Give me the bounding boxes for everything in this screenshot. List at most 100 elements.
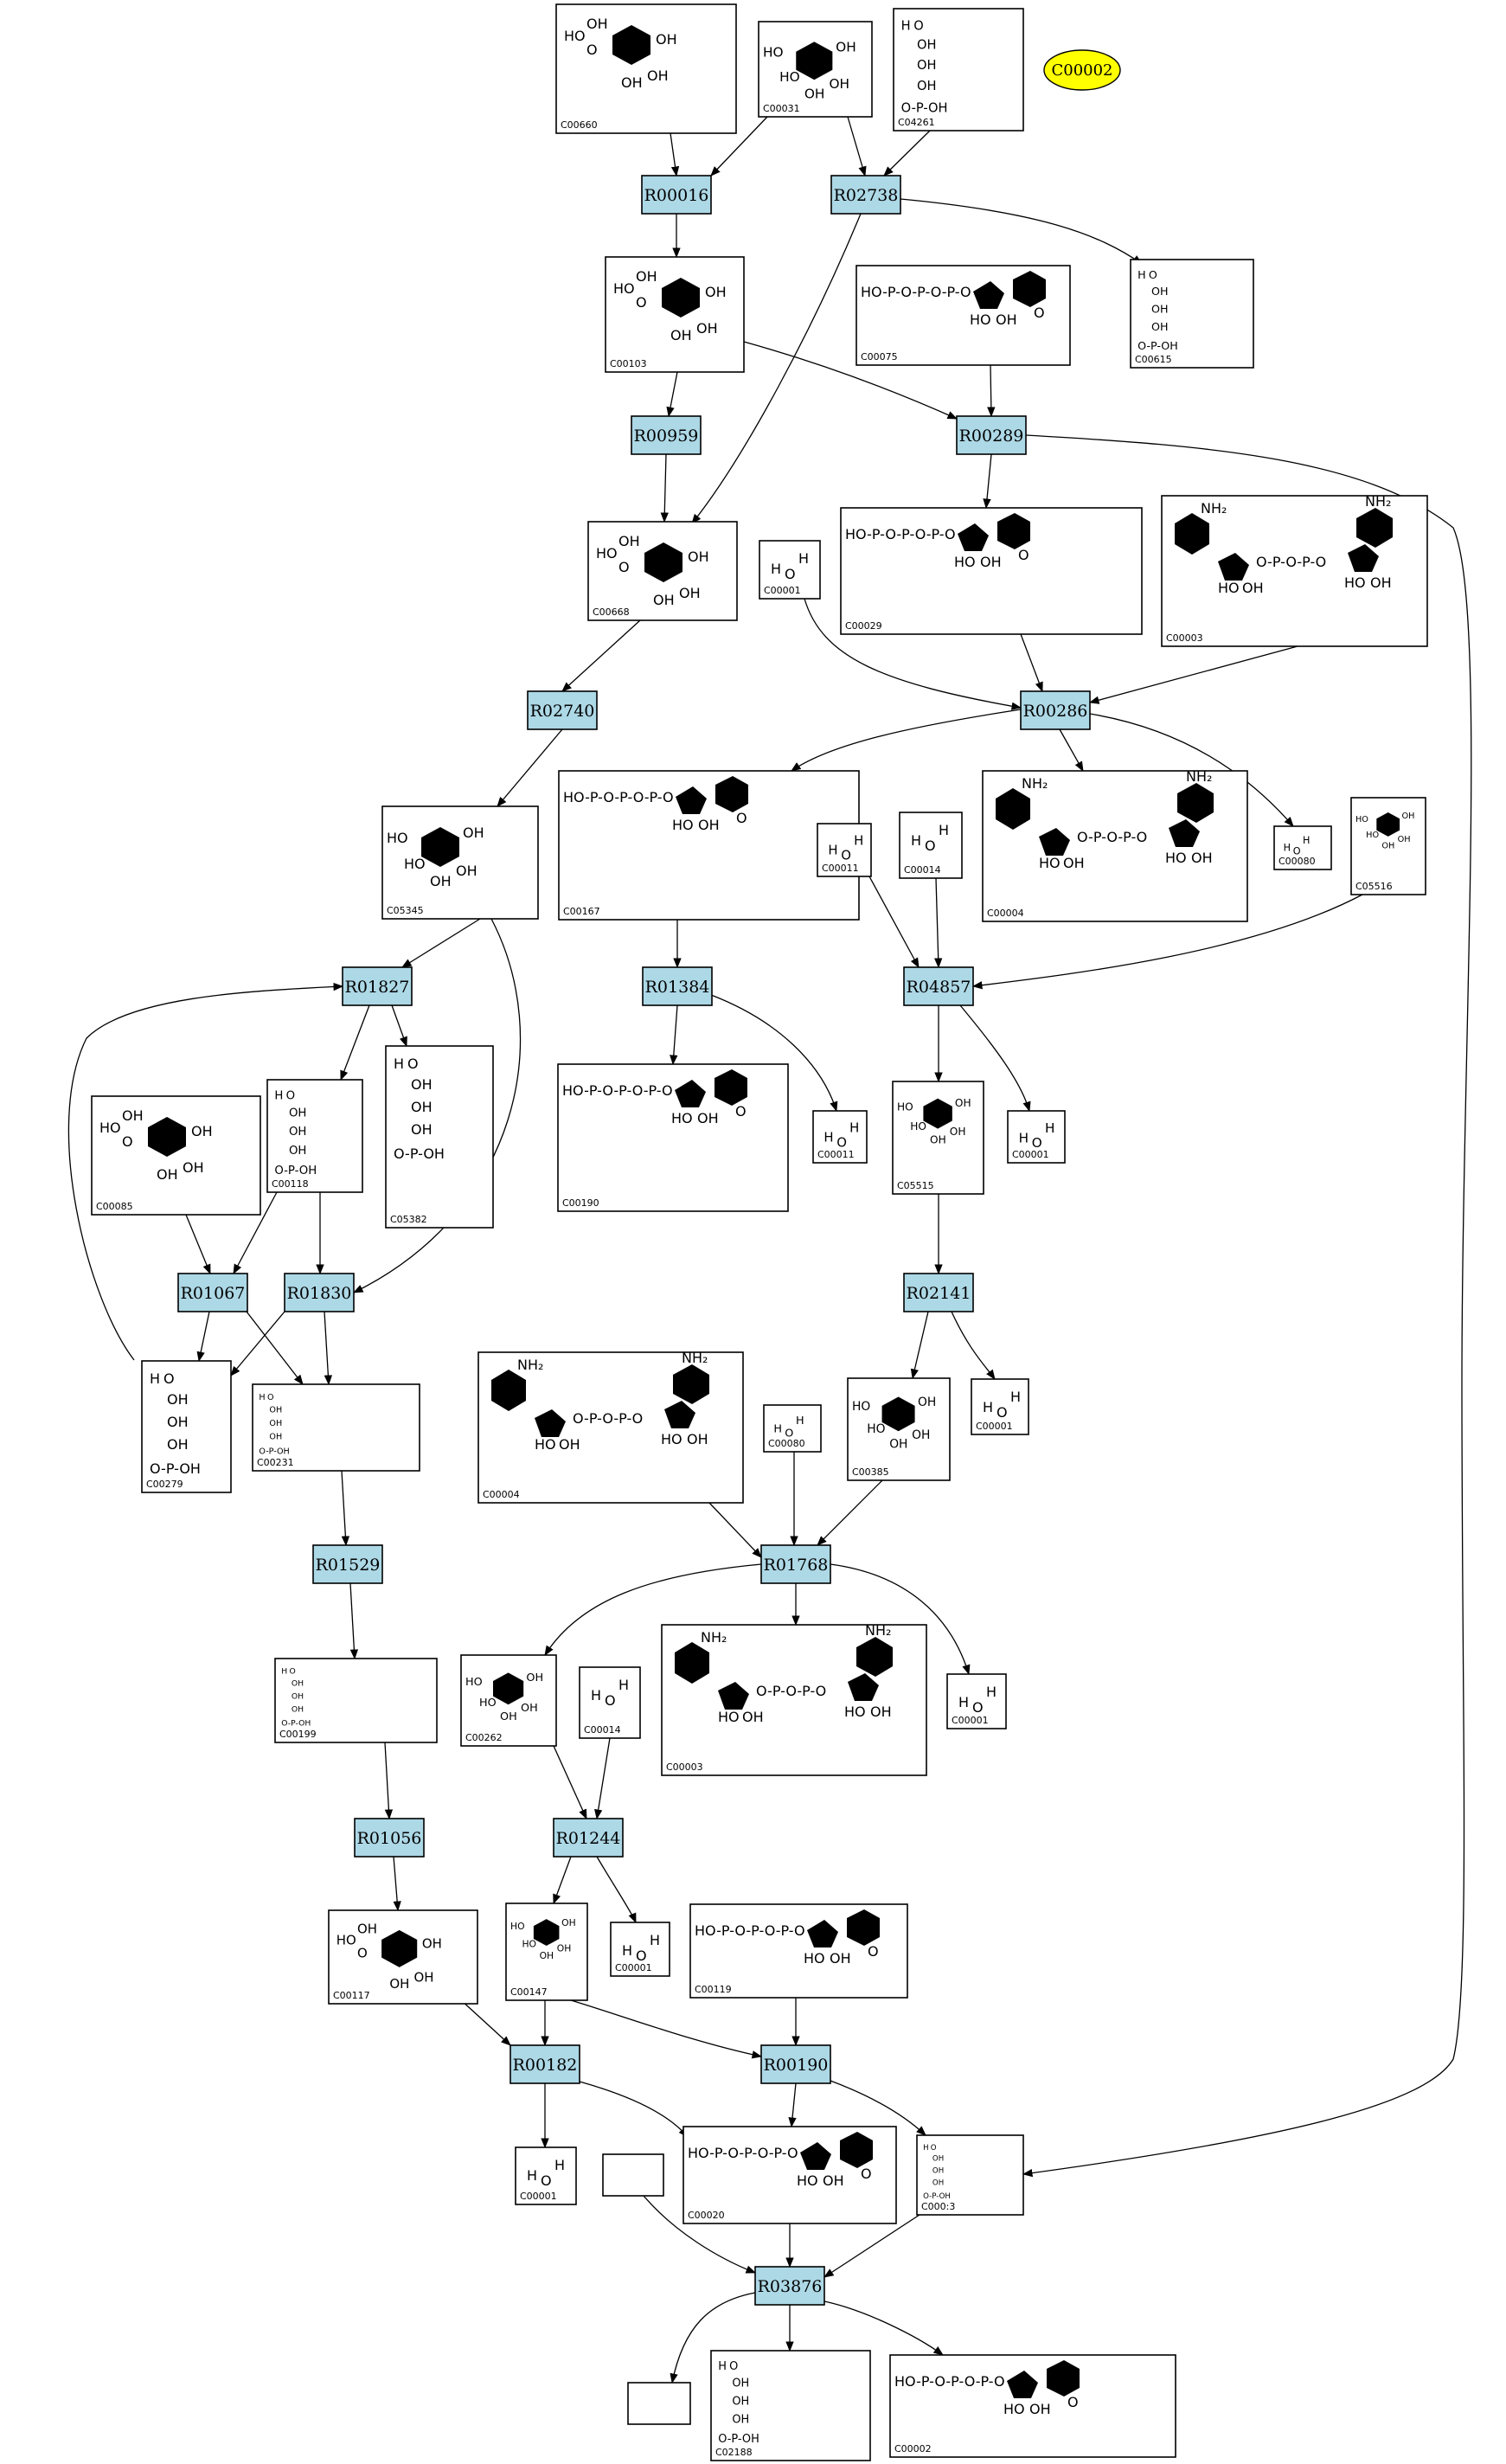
reaction-label: R00016	[644, 186, 709, 205]
edge-4	[900, 198, 1143, 265]
compound-node-c00001[interactable]: C00001	[759, 540, 821, 600]
compound-node-c00668[interactable]: C00668	[587, 521, 738, 621]
reaction-node-r01830[interactable]: R01830	[284, 1273, 355, 1312]
compound-node-c00103[interactable]: C00103	[605, 256, 745, 373]
compound-node-c00013[interactable]: C000:3	[916, 2134, 1024, 2216]
edge-42	[910, 1311, 929, 1380]
edge-13	[561, 619, 641, 692]
reaction-node-r00289[interactable]: R00289	[956, 415, 1027, 455]
reaction-node-r01384[interactable]: R01384	[642, 966, 713, 1006]
reaction-label: R00286	[1023, 702, 1088, 721]
compound-node-c00001[interactable]: C00001	[971, 1378, 1029, 1435]
highlight-compound-c00002[interactable]: C00002	[1043, 49, 1121, 91]
compound-node-c00001[interactable]: C00001	[1007, 1110, 1066, 1164]
edge-37	[196, 1311, 210, 1363]
reaction-node-r00959[interactable]: R00959	[631, 415, 702, 455]
reaction-node-r01244[interactable]: R01244	[553, 1818, 624, 1858]
reaction-node-r00182[interactable]: R00182	[509, 2044, 580, 2084]
compound-node-c00011[interactable]: C00011	[817, 823, 872, 877]
reaction-node-r00286[interactable]: R00286	[1020, 690, 1091, 730]
compound-id: C00147	[510, 1986, 548, 1998]
compound-id: C00615	[1135, 354, 1172, 365]
compound-node-c00080[interactable]: C00080	[763, 1404, 822, 1453]
edge-25	[934, 877, 943, 969]
compound-node-c00279[interactable]: C00279	[141, 1360, 232, 1493]
compound-id: C04261	[898, 117, 935, 128]
edge-32	[959, 1004, 1031, 1113]
compound-id: C00029	[845, 620, 882, 632]
compound-node-c00004[interactable]: C00004	[982, 768, 1248, 922]
reaction-node-r04857[interactable]: R04857	[903, 966, 974, 1006]
edge-16	[1088, 645, 1298, 704]
edge-54	[384, 1742, 394, 1820]
compound-node-c05516[interactable]: C05516	[1350, 797, 1426, 895]
reaction-node-r02141[interactable]: R02141	[903, 1273, 974, 1312]
compound-node-c00001[interactable]: C00001	[946, 1673, 1007, 1729]
compound-id: C000:3	[921, 2201, 955, 2212]
edge-66	[643, 2195, 757, 2274]
compound-node-c00118[interactable]: C00118	[266, 1079, 363, 1193]
empty-compound-node[interactable]	[627, 2382, 691, 2425]
reaction-node-r01056[interactable]: R01056	[354, 1818, 425, 1858]
edge-27	[340, 1004, 370, 1081]
edge-22	[352, 918, 522, 1293]
compound-node-c00385[interactable]: C00385	[847, 1377, 951, 1481]
compound-id: C00385	[852, 1466, 889, 1478]
compound-id: C00085	[96, 1201, 133, 1212]
reaction-node-r01768[interactable]: R01768	[760, 1544, 831, 1584]
compound-id: C00014	[904, 864, 941, 876]
compound-node-c05382[interactable]: C05382	[385, 1045, 494, 1229]
compound-id: C00001	[976, 1421, 1013, 1432]
compound-node-c00001[interactable]: C00001	[515, 2146, 577, 2205]
empty-compound-node[interactable]	[602, 2153, 664, 2197]
reaction-label: R02740	[530, 702, 595, 721]
compound-id: C00118	[272, 1178, 309, 1190]
compound-id: C00003	[666, 1761, 703, 1773]
compound-node-c00199[interactable]: C00199	[274, 1658, 438, 1743]
edge-10	[660, 453, 669, 523]
edge-3	[883, 130, 931, 176]
compound-node-c04261[interactable]: C04261	[893, 8, 1024, 132]
compound-node-c00029[interactable]: C00029	[840, 507, 1143, 635]
compound-node-c00075[interactable]: C00075	[856, 265, 1071, 366]
compound-id: C00668	[593, 606, 630, 618]
compound-node-c00014[interactable]: C00014	[579, 1666, 641, 1739]
compound-node-c02188[interactable]: C02188	[710, 2350, 871, 2461]
reaction-label: R01529	[316, 1556, 381, 1575]
reaction-node-r02740[interactable]: R02740	[527, 690, 598, 730]
edge-38	[246, 1311, 304, 1385]
reaction-node-r00190[interactable]: R00190	[760, 2044, 831, 2084]
compound-node-c00080[interactable]: C00080	[1273, 825, 1332, 870]
reaction-label: R00959	[634, 427, 699, 446]
reaction-node-r01827[interactable]: R01827	[342, 966, 413, 1006]
compound-node-c00147[interactable]: C00147	[505, 1903, 588, 2001]
compound-node-c00004[interactable]: C00004	[477, 1350, 744, 1504]
compound-node-c00002[interactable]: C00002	[889, 2354, 1176, 2458]
edge-21	[401, 918, 481, 968]
compound-node-c00190[interactable]: C00190	[557, 1063, 789, 1212]
compound-node-c00003[interactable]: C00003	[1161, 493, 1428, 647]
compound-node-c00001[interactable]: C00001	[610, 1922, 670, 1977]
reaction-node-r01529[interactable]: R01529	[312, 1544, 383, 1584]
compound-node-c00085[interactable]: C00085	[91, 1095, 261, 1216]
compound-node-c00014[interactable]: C00014	[899, 812, 963, 879]
compound-node-c00011[interactable]: C00011	[812, 1110, 868, 1164]
compound-node-c00262[interactable]: C00262	[460, 1654, 557, 1747]
compound-node-c00231[interactable]: C00231	[252, 1383, 420, 1472]
compound-node-c00119[interactable]: C00119	[689, 1903, 908, 1999]
compound-id: C00001	[1012, 1149, 1049, 1160]
compound-id: C05516	[1355, 881, 1393, 892]
compound-node-c00020[interactable]: C00020	[683, 2126, 897, 2224]
compound-node-c05345[interactable]: C05345	[381, 805, 539, 920]
compound-node-c05515[interactable]: C05515	[892, 1081, 984, 1195]
compound-node-c00615[interactable]: C00615	[1130, 259, 1254, 369]
compound-node-c00660[interactable]: C00660	[555, 3, 737, 134]
reaction-node-r03876[interactable]: R03876	[754, 2266, 825, 2306]
reaction-node-r01067[interactable]: R01067	[177, 1273, 248, 1312]
reaction-node-r02738[interactable]: R02738	[830, 175, 901, 215]
compound-node-c00167[interactable]: C00167	[558, 770, 860, 921]
reaction-node-r00016[interactable]: R00016	[641, 175, 712, 215]
compound-node-c00003[interactable]: C00003	[661, 1622, 927, 1776]
compound-node-c00117[interactable]: C00117	[328, 1909, 478, 2005]
compound-node-c00031[interactable]: C00031	[758, 21, 873, 118]
